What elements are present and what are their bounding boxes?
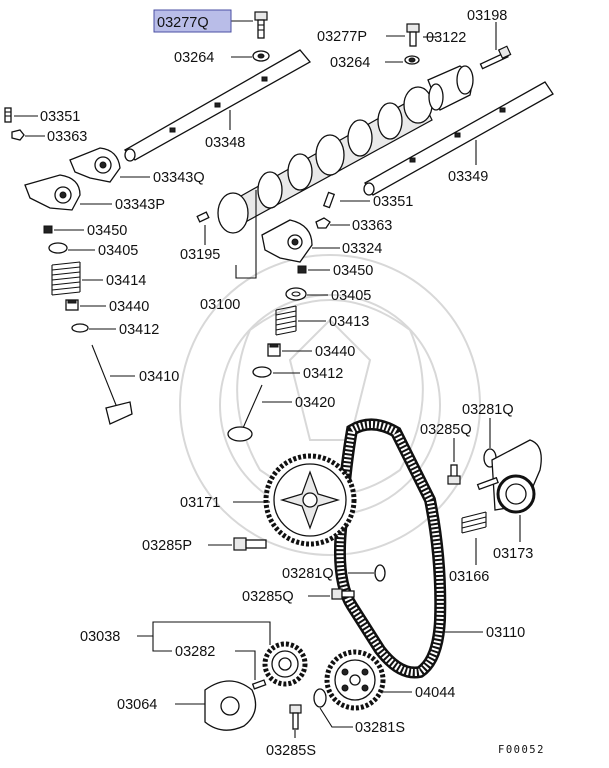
label-03405-left[interactable]: 03405: [98, 243, 138, 259]
bolt-03198[interactable]: [479, 45, 512, 70]
cap-03450-left[interactable]: [43, 225, 53, 234]
nut-03363-left[interactable]: [11, 129, 25, 141]
part-labels: 03277Q 03264 03277P 03122 03198 03264 03…: [40, 8, 545, 759]
washer-03281Q-bottom[interactable]: [374, 564, 386, 582]
label-03173[interactable]: 03173: [493, 546, 533, 562]
label-03450-left[interactable]: 03450: [87, 223, 127, 239]
camshaft[interactable]: [217, 86, 433, 234]
label-03285P[interactable]: 03285P: [142, 538, 192, 554]
leader-lines: [14, 20, 521, 738]
label-03410[interactable]: 03410: [139, 369, 179, 385]
nut-03363-right[interactable]: [315, 217, 331, 229]
label-03110[interactable]: 03110: [486, 625, 525, 641]
key-03282[interactable]: [251, 679, 267, 690]
label-03281S[interactable]: 03281S: [355, 720, 405, 736]
label-03264-right[interactable]: 03264: [330, 55, 370, 71]
seat-03412-left[interactable]: [71, 323, 89, 333]
label-03349[interactable]: 03349: [448, 169, 488, 185]
label-03324[interactable]: 03324: [342, 241, 382, 257]
bolt-03285P[interactable]: [233, 537, 267, 551]
label-03351-right[interactable]: 03351: [373, 194, 413, 210]
label-03064[interactable]: 03064: [117, 697, 157, 713]
label-03277P[interactable]: 03277P: [317, 29, 367, 45]
seal-03440-right[interactable]: [267, 343, 281, 357]
label-03100[interactable]: 03100: [200, 297, 240, 313]
seat-03412-right[interactable]: [252, 366, 272, 378]
washer-03281S[interactable]: [313, 688, 327, 708]
highlight-box: [153, 9, 232, 33]
valve-spring-03413[interactable]: [275, 305, 297, 336]
label-03420[interactable]: 03420: [295, 395, 335, 411]
retainer-03405-left[interactable]: [48, 242, 68, 254]
tensioner-spring-03166[interactable]: [461, 511, 487, 534]
valve-03420[interactable]: [227, 384, 263, 442]
bolt-03285Q-top[interactable]: [447, 464, 461, 485]
bolt-03285Q-bottom[interactable]: [331, 588, 355, 600]
label-03198[interactable]: 03198: [467, 8, 507, 24]
bolt-03277Q[interactable]: [254, 11, 268, 39]
label-03412-left[interactable]: 03412: [119, 322, 159, 338]
cap-03450-right[interactable]: [297, 265, 307, 274]
washer-03264-right[interactable]: [404, 55, 420, 65]
figure-reference: F00052: [498, 744, 545, 756]
sprocket-04044[interactable]: [324, 649, 386, 711]
rocker-shaft-right[interactable]: [363, 81, 554, 196]
rocker-shaft-left[interactable]: [123, 49, 312, 162]
valve-03410[interactable]: [91, 344, 133, 425]
label-03285Q-top[interactable]: 03285Q: [420, 422, 472, 438]
bolt-03277P[interactable]: [406, 23, 420, 47]
camshaft-sprocket[interactable]: [263, 453, 357, 547]
rocker-arm-03324[interactable]: [261, 219, 313, 263]
label-03285S[interactable]: 03285S: [266, 743, 316, 759]
crankshaft-sprocket-03038[interactable]: [262, 641, 308, 687]
label-03440-right[interactable]: 03440: [315, 344, 355, 360]
camshaft-hub-03122[interactable]: [427, 65, 474, 111]
label-03264-left[interactable]: 03264: [174, 50, 214, 66]
label-03195[interactable]: 03195: [180, 247, 220, 263]
tensioner-03173[interactable]: [476, 439, 542, 514]
label-03281Q-top[interactable]: 03281Q: [462, 402, 514, 418]
adjuster-screw-03351-right[interactable]: [322, 191, 336, 209]
label-03343P[interactable]: 03343P: [115, 197, 165, 213]
label-03285Q-bottom[interactable]: 03285Q: [242, 589, 294, 605]
retainer-03405-right[interactable]: [285, 287, 307, 301]
label-03348[interactable]: 03348: [205, 135, 245, 151]
rocker-arm-03343P[interactable]: [24, 174, 81, 211]
label-03171[interactable]: 03171: [180, 495, 220, 511]
seal-03440-left[interactable]: [65, 299, 79, 311]
label-03440-left[interactable]: 03440: [109, 299, 149, 315]
label-04044[interactable]: 04044: [415, 685, 455, 701]
label-03363-right[interactable]: 03363: [352, 218, 392, 234]
bolt-03285S[interactable]: [289, 704, 302, 730]
valve-spring-03414[interactable]: [51, 261, 81, 296]
label-03038[interactable]: 03038: [80, 629, 120, 645]
label-03405-right[interactable]: 03405: [331, 288, 371, 304]
label-03343Q[interactable]: 03343Q: [153, 170, 205, 186]
label-03282[interactable]: 03282: [175, 644, 215, 660]
label-03277Q[interactable]: 03277Q: [157, 15, 209, 31]
adjuster-screw-03351-left[interactable]: [4, 107, 12, 123]
label-03122[interactable]: 03122: [426, 30, 466, 46]
label-03413[interactable]: 03413: [329, 314, 369, 330]
washer-03264-left[interactable]: [252, 50, 270, 62]
label-03414[interactable]: 03414: [106, 273, 146, 289]
label-03363-left[interactable]: 03363: [47, 129, 87, 145]
flange-03064[interactable]: [204, 680, 257, 731]
label-03166[interactable]: 03166: [449, 569, 489, 585]
label-03450-right[interactable]: 03450: [333, 263, 373, 279]
label-03412-right[interactable]: 03412: [303, 366, 343, 382]
label-03351-left[interactable]: 03351: [40, 109, 80, 125]
rocker-arm-03343Q[interactable]: [69, 147, 121, 183]
label-03281Q-bottom[interactable]: 03281Q: [282, 566, 334, 582]
pin-03195[interactable]: [196, 211, 210, 223]
